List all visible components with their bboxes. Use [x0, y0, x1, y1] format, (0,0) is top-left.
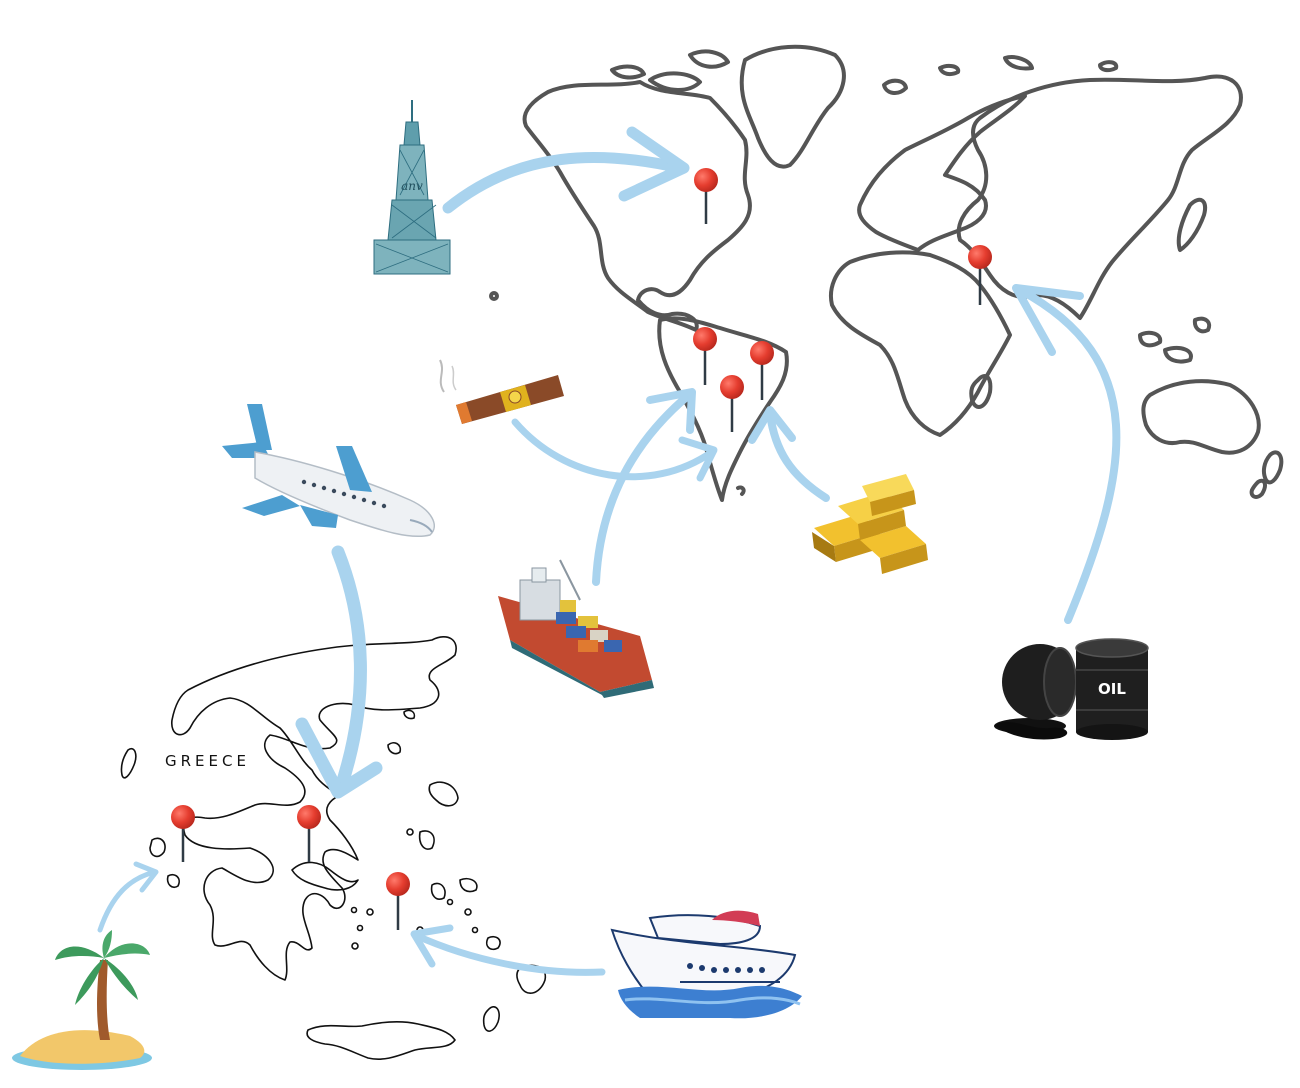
svalbard-outline — [882, 78, 908, 95]
aegean-island-outline — [485, 935, 501, 951]
cigar-icon — [439, 359, 564, 424]
island-dot — [464, 908, 472, 916]
europe-outline — [857, 94, 1027, 252]
crete-outline — [306, 1021, 456, 1060]
madagascar-outline — [969, 374, 993, 409]
aegean-island-outline — [418, 830, 435, 850]
island-dot — [351, 942, 359, 950]
island-dot — [489, 291, 499, 301]
ionian-island-outline — [166, 873, 180, 889]
pin-greece-east — [297, 805, 321, 862]
pin-middle-east — [968, 245, 992, 305]
aegean-island-outline — [430, 882, 446, 900]
arrow-gold-to-sa — [766, 410, 830, 502]
arctic-island-outline — [1098, 60, 1119, 73]
arctic-island-outline — [1003, 55, 1034, 71]
island-dot — [366, 908, 374, 916]
arrowhead — [678, 436, 718, 482]
arrow-cigar-to-sa — [511, 418, 716, 481]
skyscraper-icon: anv — [373, 100, 451, 275]
arrow-plane-to-greece — [331, 545, 367, 797]
greenland-outline — [739, 44, 846, 169]
euboea-outline — [291, 861, 359, 891]
arrowhead — [618, 126, 690, 202]
aegean-island-outline — [403, 709, 416, 720]
arrow-oil-to-me — [1016, 286, 1121, 624]
pin-greece-islands — [386, 872, 410, 930]
arrow-cruise-to-greece — [411, 931, 606, 976]
pin-south-america-south — [720, 375, 744, 432]
pin-south-america-east — [750, 341, 774, 400]
arrowhead — [295, 717, 383, 799]
island-dot — [446, 898, 454, 906]
se-asia-islands-outline — [1138, 316, 1212, 364]
ionian-island-outline — [120, 747, 137, 779]
aegean-island-outline — [387, 742, 402, 755]
pin-south-america-west — [693, 327, 717, 385]
arrowhead — [748, 406, 796, 444]
arrow-island-to-greece — [97, 869, 158, 933]
arrow-ship-to-sa — [592, 390, 694, 586]
airplane-icon — [222, 404, 435, 538]
north-america-outline — [522, 80, 752, 332]
arrowhead — [1012, 284, 1084, 356]
new-zealand-outline — [1249, 450, 1284, 499]
oil-barrels-icon — [994, 638, 1149, 740]
aegean-island-outline — [459, 877, 478, 893]
arrowhead — [133, 861, 159, 893]
oil-barrel-label: OIL — [1098, 680, 1126, 698]
greece-label: GREECE — [165, 752, 250, 770]
cruise-ship-icon — [610, 910, 802, 1019]
aegean-island-outline — [482, 1006, 500, 1032]
arctic-islands-outline — [610, 49, 730, 92]
arrow-skyscraper-to-na — [442, 151, 686, 214]
arrowhead — [410, 924, 454, 968]
ionian-island-outline — [149, 837, 166, 858]
pin-greece-west — [171, 805, 195, 862]
south-america-outline — [657, 316, 789, 502]
australia-outline — [1141, 379, 1261, 455]
island-dot — [471, 926, 479, 934]
japan-outline — [1176, 197, 1207, 252]
cargo-ship-icon — [498, 559, 654, 698]
island-dot — [350, 906, 358, 914]
arrowhead — [646, 388, 696, 434]
pin-north-america — [694, 168, 718, 224]
asia-outline — [956, 74, 1243, 320]
palm-island-icon — [12, 930, 152, 1070]
skyscraper-sign: anv — [401, 179, 423, 193]
island-dot — [406, 828, 414, 836]
arctic-island-outline — [938, 63, 961, 77]
gold-bars-icon — [812, 474, 928, 574]
island-dot — [356, 924, 364, 932]
falklands-outline — [736, 485, 746, 496]
africa-outline — [829, 250, 1012, 437]
aegean-island-outline — [428, 781, 459, 807]
